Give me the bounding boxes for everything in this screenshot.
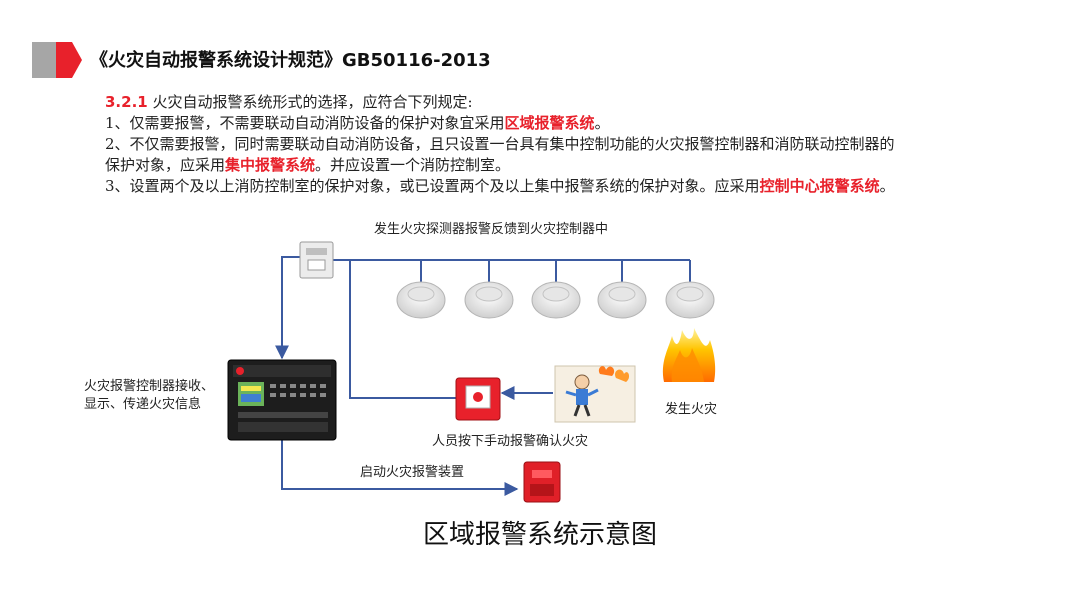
term-control-center-alarm: 控制中心报警系统 — [759, 177, 880, 195]
fire-label: 发生火灾 — [665, 402, 718, 417]
printer-module-icon — [299, 241, 334, 279]
clause-text: 火灾自动报警系统形式的选择，应符合下列规定: — [152, 93, 473, 111]
rule-item-1: 1、仅需要报警，不需要联动自动消防设备的保护对象宜采用区域报警系统。 — [105, 113, 1005, 134]
term-regional-alarm: 区域报警系统 — [504, 114, 595, 132]
diagram-caption: 区域报警系统示意图 — [422, 520, 657, 550]
fire-icon — [662, 328, 716, 382]
manual-point-line — [349, 260, 456, 399]
term-centralized-alarm: 集中报警系统 — [225, 156, 316, 174]
rule-item-3-text: 3、设置两个及以上消防控制室的保护对象，或已设置两个及以上集中报警系统的保护对象… — [105, 177, 760, 195]
rule-item-2-line1: 2、不仅需要报警，同时需要联动自动消防设备，且只设置一台具有集中控制功能的火灾报… — [105, 135, 895, 153]
feedback-line — [275, 256, 300, 360]
rule-item-1-end: 。 — [594, 114, 610, 132]
fire-alarm-controller-icon — [227, 359, 337, 441]
smoke-detector-5-icon — [665, 281, 715, 319]
rule-item-3: 3、设置两个及以上消防控制室的保护对象，或已设置两个及以上集中报警系统的保护对象… — [105, 176, 1005, 197]
wiring-lines — [275, 256, 691, 496]
rules-text: 3.2.1 火灾自动报警系统形式的选择，应符合下列规定: 1、仅需要报警，不需要… — [105, 92, 1005, 197]
rule-item-3-end: 。 — [879, 177, 895, 195]
controller-label-line2: 显示、传递火灾信息 — [84, 397, 202, 412]
rule-clause: 3.2.1 火灾自动报警系统形式的选择，应符合下列规定: — [105, 92, 1005, 113]
rule-item-2-text: 保护对象，应采用 — [105, 156, 226, 174]
alarm-device-label: 启动火灾报警装置 — [360, 465, 465, 480]
controller-label-line1: 火灾报警控制器接收、 — [84, 379, 215, 394]
smoke-detector-2-icon — [464, 281, 514, 319]
manual-call-point-icon — [455, 377, 501, 421]
alarm-device-line — [281, 440, 519, 496]
detector-feedback-label: 发生火灾探测器报警反馈到火灾控制器中 — [374, 222, 609, 237]
controller-label: 火灾报警控制器接收、 显示、传递火灾信息 — [84, 378, 214, 414]
clause-number: 3.2.1 — [105, 93, 148, 111]
alarm-sounder-icon — [523, 461, 561, 503]
page-title: 《火灾自动报警系统设计规范》GB50116-2013 — [90, 50, 491, 71]
smoke-detector-3-icon — [531, 281, 581, 319]
smoke-detector-1-icon — [396, 281, 446, 319]
person-alarm-illustration-icon — [554, 365, 636, 423]
smoke-detector-4-icon — [597, 281, 647, 319]
manual-alarm-label: 人员按下手动报警确认火灾 — [432, 434, 589, 449]
title-marker-icon — [32, 42, 82, 78]
rule-item-2-end: 。并应设置一个消防控制室。 — [315, 156, 511, 174]
rule-item-2-cont: 保护对象，应采用集中报警系统。并应设置一个消防控制室。 — [105, 155, 1005, 176]
rule-item-2: 2、不仅需要报警，同时需要联动自动消防设备，且只设置一台具有集中控制功能的火灾报… — [105, 134, 1005, 155]
rule-item-1-text: 1、仅需要报警，不需要联动自动消防设备的保护对象宜采用 — [105, 114, 505, 132]
